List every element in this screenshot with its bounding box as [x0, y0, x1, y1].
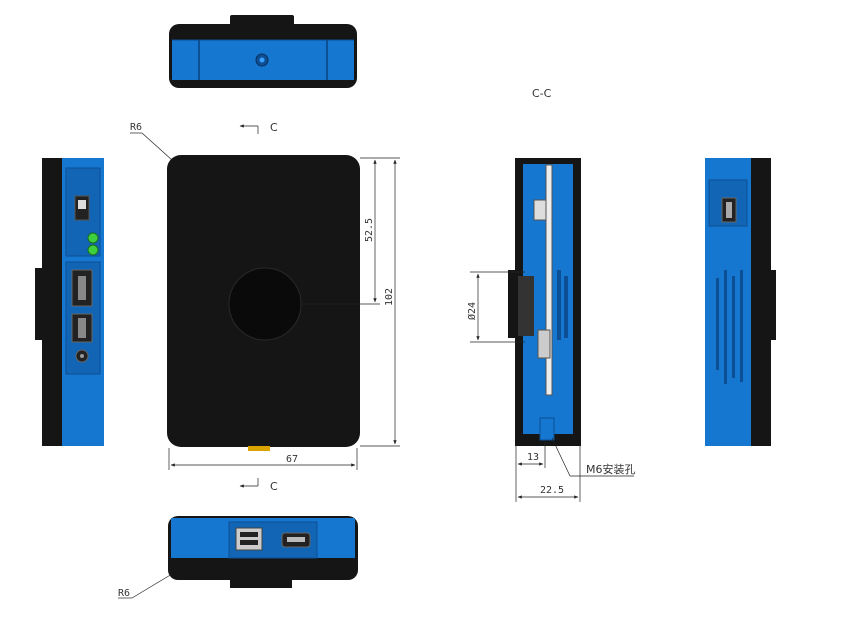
- section-title: C-C: [532, 87, 552, 100]
- usb-port-icon: [235, 527, 263, 551]
- radius-label-top: R6: [130, 122, 142, 133]
- dim-half-height: 52.5: [364, 218, 375, 242]
- left-side-view: [35, 158, 104, 446]
- dim-width: 67: [286, 454, 298, 465]
- dim-offset: 13: [527, 452, 539, 463]
- section-view: C-C Ø24 13 22.5 M6安装孔: [466, 87, 636, 502]
- section-clip: [508, 270, 518, 338]
- front-view-gland: [228, 267, 302, 341]
- vent-slots: [716, 270, 743, 384]
- section-marker-bottom: C: [270, 480, 278, 493]
- section-marker-top: C: [270, 121, 278, 134]
- mount-hole-label: M6安装孔: [586, 462, 636, 476]
- led-icon: [87, 244, 99, 256]
- bottom-view: R6: [118, 516, 358, 599]
- dim-height: 102: [384, 288, 395, 306]
- front-view: R6 C C 52.5 102 67: [130, 121, 400, 493]
- radius-label-bottom: R6: [118, 588, 130, 599]
- dim-depth: 22.5: [540, 485, 564, 496]
- dim-diameter: Ø24: [466, 302, 478, 320]
- right-view-clip: [768, 270, 776, 340]
- left-view-clip: [35, 268, 45, 340]
- led-icon: [87, 232, 99, 244]
- bottom-view-knob: [230, 576, 292, 588]
- right-side-view: [705, 158, 776, 446]
- top-view: [169, 15, 357, 88]
- section-board: [545, 164, 553, 396]
